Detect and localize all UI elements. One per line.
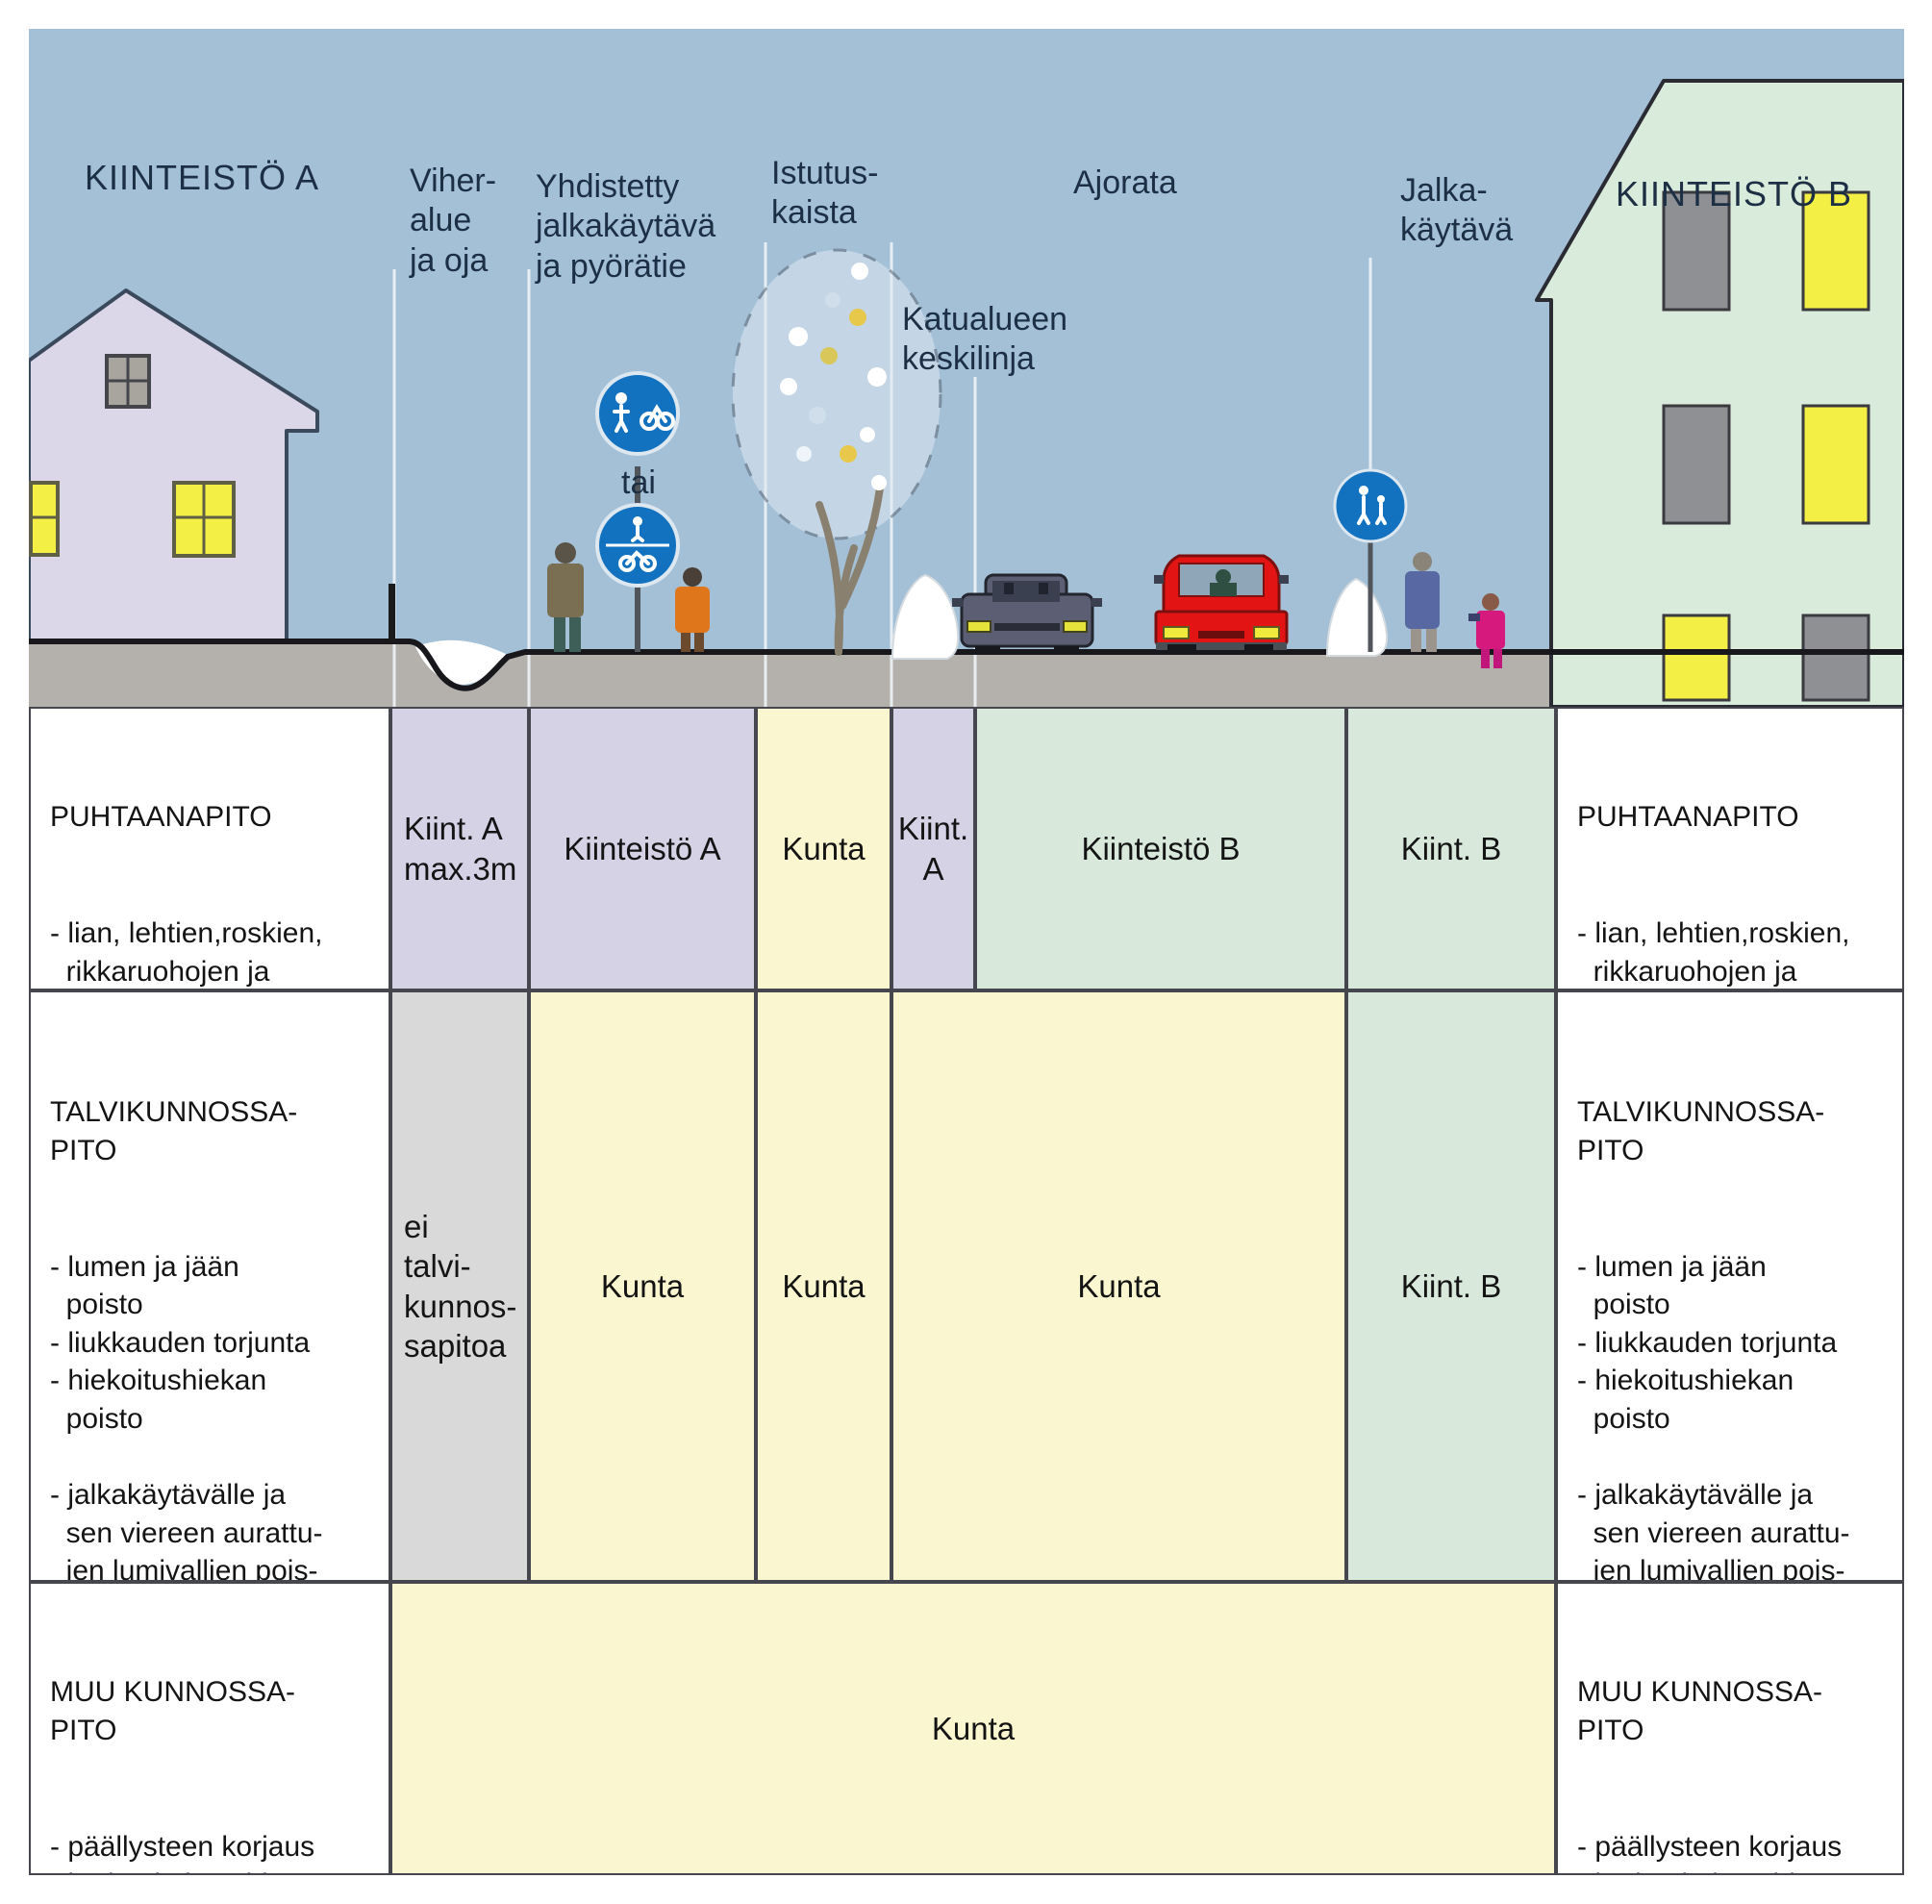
- talvikunnossapito-items: - lumen ja jään poisto - liukkauden torj…: [50, 1250, 323, 1582]
- figure-frame: KIINTEISTÖ A Viher- alue ja oja Yhdistet…: [29, 29, 1904, 1875]
- puhtaanapito-title: PUHTAANAPITO: [50, 801, 272, 834]
- combined-pedestrian-and-bicycle-path-sign-icon: [595, 371, 680, 456]
- label-kiinteisto-a: KIINTEISTÖ A: [85, 158, 320, 197]
- label-tai: tai: [621, 464, 656, 501]
- puhtaanapito-title-right: PUHTAANAPITO: [1577, 801, 1799, 834]
- talvikunnossapito-left-text-cell: TALVIKUNNOSSA- PITO - lumen ja jään pois…: [29, 990, 390, 1582]
- talvikunnossapito-title: TALVIKUNNOSSA- PITO: [50, 1096, 298, 1166]
- muu-kunnossapito-title: MUU KUNNOSSA- PITO: [50, 1676, 296, 1746]
- label-ajorata: Ajorata: [1073, 164, 1177, 201]
- pedestrian-path-sign-icon: [1333, 468, 1408, 543]
- label-jalkakaytava: Jalka- käytävä: [1400, 172, 1514, 249]
- puhtaanapito-right-text-cell: PUHTAANAPITO - lian, lehtien,roskien, ri…: [1556, 707, 1904, 990]
- label-istutuskaista: Istutus- kaista: [771, 155, 879, 232]
- building-kiinteisto-b: [1535, 79, 1904, 707]
- tree: [731, 248, 942, 656]
- red-car: [1154, 554, 1289, 652]
- ground: [29, 641, 1904, 707]
- puhtaanapito-cell-ajorata: Kiinteistö B: [975, 707, 1346, 990]
- muu-kunnossapito-right-text-cell: MUU KUNNOSSA- PITO - päällysteen korjaus…: [1556, 1582, 1904, 1875]
- dark-car: [952, 573, 1102, 654]
- talvikunnossapito-cell-istutuskaista: Kunta: [756, 990, 891, 1582]
- label-katualueen-keskilinja: Katualueen keskilinja: [902, 301, 1068, 378]
- separated-pedestrian-and-bicycle-path-sign-icon: [595, 503, 680, 588]
- label-kiinteisto-b: KIINTEISTÖ B: [1616, 174, 1853, 213]
- label-yhdistetty-jalkakaytava-ja-pyoratie: Yhdistetty jalkakäytävä ja pyörätie: [536, 168, 716, 285]
- attic-window: [105, 354, 151, 409]
- tree-foliage-specks: [780, 263, 887, 490]
- puhtaanapito-left-text-cell: PUHTAANAPITO - lian, lehtien,roskien, ri…: [29, 707, 390, 990]
- label-viheralue-ja-oja: Viher- alue ja oja: [410, 163, 497, 279]
- puhtaanapito-items-right: - lian, lehtien,roskien, rikkaruohojen j…: [1577, 916, 1850, 988]
- puhtaanapito-cell-jalkakaytava-b: Kiint. B: [1346, 707, 1556, 990]
- muu-kunnossapito-left-text-cell: MUU KUNNOSSA- PITO - päällysteen korjaus…: [29, 1582, 390, 1875]
- street-cross-section-scene: [29, 29, 1904, 707]
- muu-kunnossapito-cell-koko-katualue: Kunta: [390, 1582, 1556, 1875]
- talvikunnossapito-cell-viheralue: ei talvi- kunnos- sapitoa: [390, 990, 529, 1582]
- talvikunnossapito-title-right: TALVIKUNNOSSA- PITO: [1577, 1096, 1825, 1166]
- puhtaanapito-items: - lian, lehtien,roskien, rikkaruohojen j…: [50, 916, 323, 988]
- puhtaanapito-cell-keskilinjaan: Kiint. A: [891, 707, 975, 990]
- talvikunnossapito-right-text-cell: TALVIKUNNOSSA- PITO - lumen ja jään pois…: [1556, 990, 1904, 1582]
- talvikunnossapito-cell-ajorata: Kunta: [891, 990, 1346, 1582]
- snow-pile-left: [891, 573, 960, 660]
- puhtaanapito-cell-viheralue: Kiint. A max.3m: [390, 707, 529, 990]
- window-yellow-left: [29, 481, 60, 557]
- talvikunnossapito-cell-jalkakaytava-b: Kiint. B: [1346, 990, 1556, 1582]
- talvikunnossapito-items-right: - lumen ja jään poisto - liukkauden torj…: [1577, 1250, 1850, 1582]
- building-b-windows: [1662, 190, 1870, 702]
- boundary-post: [389, 584, 395, 641]
- window-yellow-right: [172, 481, 236, 558]
- muu-kunnossapito-items: - päällysteen korjaus - kadun kalusteide…: [50, 1830, 315, 1873]
- child-pink-jacket: [1468, 593, 1505, 668]
- pedestrian-olive-jacket: [547, 542, 584, 652]
- talvikunnossapito-cell-jalkakaytava-pyoratie: Kunta: [529, 990, 756, 1582]
- muu-kunnossapito-title-right: MUU KUNNOSSA- PITO: [1577, 1676, 1823, 1746]
- street-surface-line: [29, 639, 1904, 691]
- puhtaanapito-cell-istutuskaista: Kunta: [756, 707, 891, 990]
- puhtaanapito-cell-jalkakaytava-pyoratie: Kiinteistö A: [529, 707, 756, 990]
- pedestrian-orange-jacket: [675, 567, 710, 652]
- pedestrian-blue-jacket: [1405, 552, 1440, 652]
- muu-kunnossapito-items-right: - päällysteen korjaus - kadun kalusteide…: [1577, 1830, 1843, 1873]
